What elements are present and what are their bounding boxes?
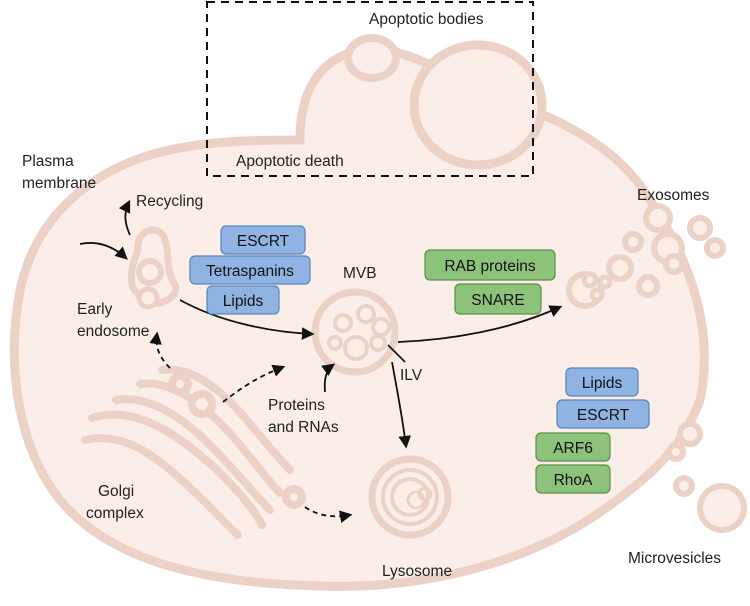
early-endosome (127, 226, 180, 310)
box-lipids-2: Lipids (565, 367, 639, 397)
apoptotic-body-small (344, 34, 400, 82)
box-lipids-1: Lipids (206, 285, 280, 315)
box-snare: SNARE (454, 283, 542, 315)
box-tetraspanins-label: Tetraspanins (206, 263, 294, 280)
box-escrt-1: ESCRT (220, 225, 306, 255)
label-proteins-rnas-2: and RNAs (268, 419, 339, 436)
label-plasma-membrane-1: Plasma (22, 153, 74, 170)
arrow-plasma-to-endosome (79, 242, 128, 260)
exosomes-group (566, 203, 726, 309)
box-rhoa: RhoA (535, 464, 611, 494)
box-snare-label: SNARE (471, 292, 524, 309)
golgi-complex (81, 365, 306, 539)
box-rab-proteins: RAB proteins (424, 249, 556, 281)
label-ilv: ILV (400, 367, 423, 384)
label-golgi-1: Golgi (98, 483, 134, 500)
label-recycling: Recycling (136, 193, 203, 210)
label-proteins-rnas-1: Proteins (268, 397, 325, 414)
arrow-mvb-to-exosomes (397, 305, 563, 343)
label-apoptotic-bodies: Apoptotic bodies (369, 11, 484, 28)
lysosome-vesicle (368, 455, 452, 539)
arrow-mvb-to-lysosome (391, 361, 411, 449)
box-rab-proteins-label: RAB proteins (444, 258, 536, 275)
label-early-endosome-1: Early (77, 301, 113, 318)
arrow-golgi-to-endosome (149, 331, 171, 369)
label-microvesicles: Microvesicles (628, 550, 721, 567)
box-escrt-2: ESCRT (556, 399, 650, 429)
label-early-endosome-2: endosome (77, 323, 149, 340)
label-mvb: MVB (343, 265, 377, 282)
label-apoptotic-death: Apoptotic death (236, 153, 344, 170)
box-escrt-1-label: ESCRT (237, 233, 290, 250)
label-exosomes: Exosomes (637, 187, 710, 204)
arrow-endosome-to-mvb (179, 299, 315, 340)
arrow-recycling (118, 199, 131, 236)
box-rhoa-label: RhoA (554, 472, 593, 489)
arrow-golgi-to-lysosome (304, 506, 353, 523)
box-tetraspanins: Tetraspanins (189, 255, 311, 285)
budding-exosomes (581, 271, 613, 303)
box-lipids-1-label: Lipids (223, 293, 264, 310)
apoptotic-region-box (206, 1, 534, 177)
box-escrt-2-label: ESCRT (577, 407, 630, 424)
arrow-proteins-to-mvb (321, 363, 336, 393)
box-arf6-label: ARF6 (553, 440, 593, 457)
mvb-vesicle (311, 288, 399, 376)
box-lipids-2-label: Lipids (582, 375, 623, 392)
label-plasma-membrane-2: membrane (22, 175, 96, 192)
microvesicles-group (666, 421, 747, 533)
label-golgi-2: complex (86, 505, 144, 522)
apoptotic-body-large (409, 40, 547, 170)
ilv-pointer-line (387, 344, 406, 363)
label-lysosome: Lysosome (382, 563, 452, 580)
arrow-golgi-to-mvb (222, 364, 286, 403)
box-arf6: ARF6 (535, 432, 611, 462)
